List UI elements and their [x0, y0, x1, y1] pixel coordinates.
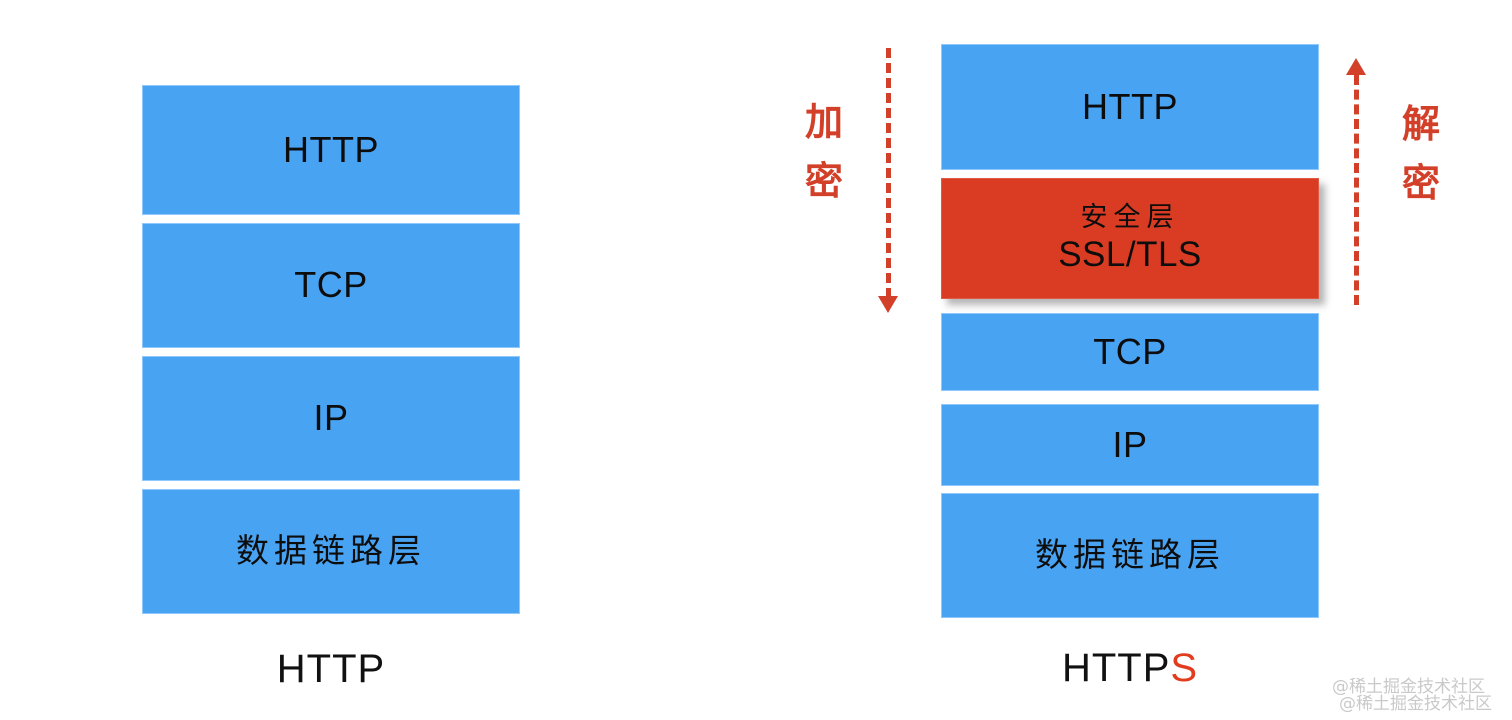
right-layer-security: 安全层 SSL/TLS [941, 178, 1319, 299]
right-layer-http-label: HTTP [1082, 85, 1178, 127]
right-layer-security-label-cjk: 安全层 [1080, 201, 1180, 233]
http-stack-caption: HTTP [276, 647, 386, 691]
right-layer-ip-label: IP [1112, 423, 1148, 465]
left-layer-ip-label: IP [313, 397, 349, 439]
encrypt-arrow-head-icon [878, 296, 898, 313]
right-layer-data-link-label: 数据链路层 [1035, 535, 1225, 575]
decrypt-arrow-head-icon [1346, 58, 1366, 75]
encrypt-label-line1: 加 [805, 100, 844, 144]
encrypt-label-line2: 密 [805, 158, 844, 203]
left-layer-tcp: TCP [142, 223, 520, 348]
decrypt-label-line1: 解 [1402, 102, 1441, 146]
right-layer-ip: IP [941, 404, 1319, 486]
https-caption-accent-s: S [1170, 646, 1199, 690]
encrypt-arrow-line [886, 48, 891, 298]
left-layer-http-label: HTTP [283, 128, 379, 170]
right-layer-security-label-latin: SSL/TLS [1058, 235, 1202, 275]
right-layer-data-link: 数据链路层 [941, 493, 1319, 618]
decrypt-label: 解 密 [1402, 95, 1440, 213]
right-layer-http: HTTP [941, 44, 1319, 170]
left-layer-tcp-label: TCP [294, 264, 368, 306]
right-layer-tcp: TCP [941, 313, 1319, 391]
left-layer-data-link: 数据链路层 [142, 489, 520, 614]
left-layer-http: HTTP [142, 85, 520, 215]
decrypt-label-line2: 密 [1402, 160, 1441, 205]
decrypt-arrow-line [1354, 75, 1359, 305]
https-stack-caption: HTTPS [941, 646, 1319, 691]
watermark-line-b: @稀土掘金技术社区 [1339, 694, 1492, 714]
encrypt-label: 加 密 [805, 93, 843, 211]
right-layer-tcp-label: TCP [1093, 330, 1167, 372]
https-caption-prefix: HTTP [1061, 646, 1171, 690]
left-layer-ip: IP [142, 356, 520, 481]
watermark-line-a: @稀土掘金技术社区 [1332, 677, 1485, 697]
left-layer-data-link-label: 数据链路层 [236, 531, 426, 571]
